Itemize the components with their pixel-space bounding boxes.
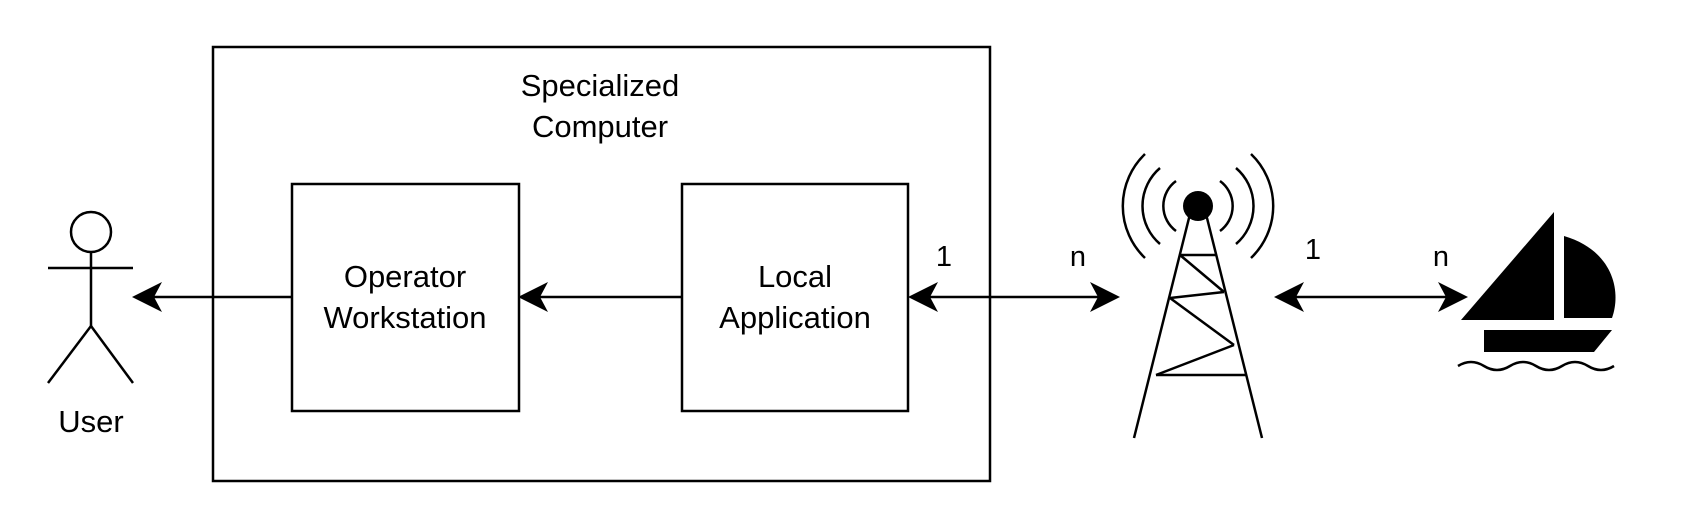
sailboat-icon [1457,212,1616,372]
stick-figure-icon [47,210,135,384]
specialized-computer-label-line1: Specialized [521,68,680,103]
specialized-computer-label-line2: Computer [532,109,668,144]
user-node: User [47,210,135,439]
radio-tower-node [1121,153,1275,439]
edge-tower-sailboat-label-target: n [1433,241,1449,273]
operator-workstation-node: Operator Workstation [290,182,521,413]
edge-application-tower-label-target: n [1070,241,1086,273]
radio-tower-icon [1121,153,1275,439]
edge-tower-to-sailboat: 1 n [1274,234,1468,312]
operator-workstation-label-line1: Operator [344,259,466,294]
local-application-label-line1: Local [758,259,832,294]
operator-workstation-label-line2: Workstation [323,300,486,335]
sailboat-node [1457,212,1616,372]
user-label: User [58,404,123,439]
edge-workstation-to-user [132,282,292,312]
local-application-node: Local Application [680,182,910,413]
local-application-label-line2: Application [719,300,871,335]
edge-application-to-workstation [518,282,682,312]
edge-application-to-tower: 1 n [908,241,1120,312]
edge-application-tower-label-source: 1 [936,241,952,273]
edge-tower-sailboat-label-source: 1 [1305,234,1321,266]
